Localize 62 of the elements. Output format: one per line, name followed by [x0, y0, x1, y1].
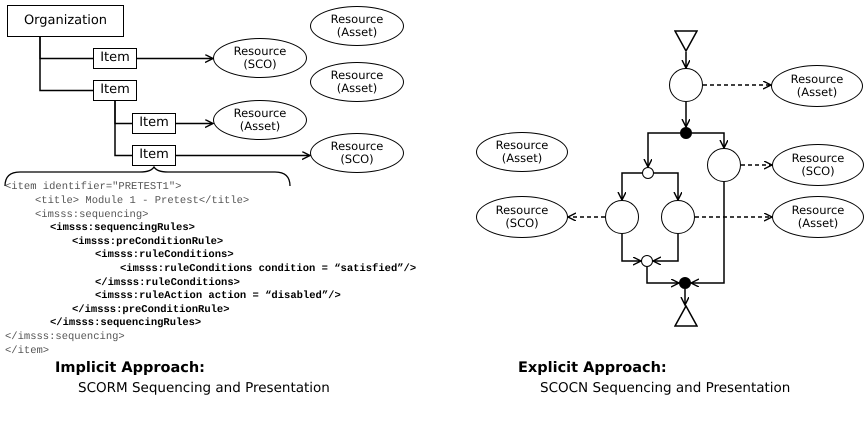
- heading: Implicit Approach:: [55, 360, 205, 376]
- circle-node: [669, 68, 703, 102]
- arrow: [741, 160, 773, 170]
- resource-ellipse: Resource (Asset): [213, 100, 307, 140]
- code-line: </imsss:ruleConditions>: [95, 278, 240, 288]
- arrow: [621, 234, 642, 266]
- label-box: Item: [132, 145, 176, 166]
- circle-node: [605, 200, 639, 234]
- code-line: <imsss:preConditionRule>: [72, 237, 224, 248]
- code-line: <imsss:ruleConditions>: [95, 250, 234, 260]
- circle-node: [707, 148, 741, 182]
- arrow: [176, 118, 214, 128]
- code-line: </imsss:sequencing>: [5, 332, 125, 342]
- code-line: </imsss:preConditionRule>: [72, 305, 230, 316]
- code-line: </imsss:sequencingRules>: [50, 318, 202, 328]
- resource-ellipse: Resource (SCO): [310, 133, 404, 173]
- resource-ellipse: Resource (Asset): [310, 62, 404, 102]
- arrow: [617, 172, 642, 201]
- filled-dot: [680, 127, 692, 139]
- resource-ellipse: Resource (Asset): [476, 132, 568, 172]
- code-line: <item identifier="PRETEST1">: [5, 182, 182, 192]
- subheading: SCORM Sequencing and Presentation: [78, 380, 330, 396]
- resource-ellipse: Resource (Asset): [310, 6, 404, 46]
- label-box: Item: [93, 48, 137, 69]
- arrow: [646, 267, 680, 288]
- resource-ellipse: Resource (SCO): [213, 38, 307, 78]
- connector-line: [114, 101, 132, 156]
- arrow: [680, 289, 690, 306]
- arrow: [176, 150, 311, 160]
- arrow: [703, 80, 772, 90]
- triangle-symbol: [674, 305, 698, 327]
- arrow: [681, 102, 691, 128]
- arrow: [692, 132, 729, 149]
- arrow: [643, 132, 680, 168]
- resource-ellipse: Resource (SCO): [772, 144, 864, 186]
- label-box: Item: [132, 113, 176, 134]
- code-line: </item>: [5, 346, 50, 356]
- code-line: <imsss:ruleAction action = “disabled”/>: [95, 291, 341, 302]
- code-line: <title> Module 1 - Pretest</title>: [35, 196, 250, 206]
- code-line: <imsss:sequencingRules>: [50, 223, 195, 234]
- resource-ellipse: Resource (SCO): [476, 196, 568, 238]
- code-line: <imsss:sequencing>: [35, 210, 148, 220]
- arrow: [137, 54, 214, 64]
- circle-node: [642, 167, 654, 179]
- circle-node: [661, 200, 695, 234]
- circle-node: [641, 255, 653, 267]
- resource-ellipse: Resource (Asset): [771, 65, 863, 107]
- label-box: Organization: [7, 5, 124, 37]
- filled-dot: [679, 277, 691, 289]
- arrow: [681, 52, 691, 69]
- arrow: [654, 172, 683, 201]
- arrow: [690, 182, 725, 288]
- resource-ellipse: Resource (Asset): [772, 196, 864, 238]
- heading: Explicit Approach:: [518, 360, 667, 376]
- arrow: [567, 212, 605, 222]
- triangle-symbol: [674, 30, 698, 52]
- subheading: SCOCN Sequencing and Presentation: [540, 380, 790, 396]
- connector-line: [39, 37, 93, 92]
- arrow: [652, 234, 679, 266]
- arrow: [695, 212, 773, 222]
- label-box: Item: [93, 80, 137, 101]
- code-line: <imsss:ruleConditions condition = “satisfied”/>: [120, 264, 416, 274]
